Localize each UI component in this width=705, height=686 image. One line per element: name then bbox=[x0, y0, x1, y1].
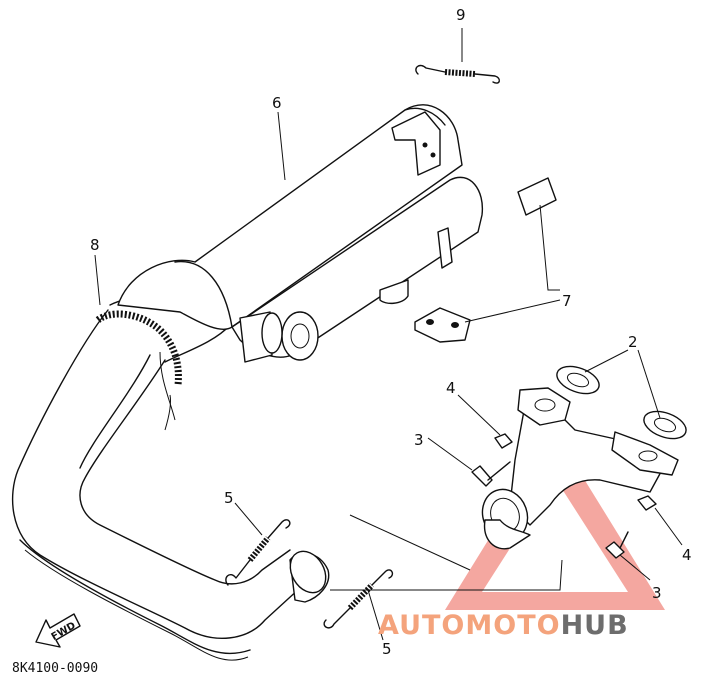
callout-3-left: 3 bbox=[414, 431, 424, 449]
callout-7: 7 bbox=[562, 292, 572, 310]
callout-6: 6 bbox=[272, 94, 282, 112]
spring-right bbox=[323, 569, 394, 629]
callout-5-left: 5 bbox=[224, 489, 234, 507]
damper-pad bbox=[517, 177, 557, 216]
exhaust-joint bbox=[289, 550, 330, 603]
bolt-left bbox=[471, 461, 511, 487]
watermark-text: AUTOMOTOHUB bbox=[378, 610, 629, 641]
nut-left bbox=[494, 433, 513, 449]
nut-right bbox=[637, 495, 657, 511]
watermark-word-auto: AUTO bbox=[378, 610, 465, 641]
callouts: 9 6 8 7 2 4 3 5 4 3 5 bbox=[90, 6, 692, 658]
bolt-right bbox=[605, 531, 629, 559]
fwd-arrow: FWD bbox=[35, 613, 81, 648]
watermark-word-hub: HUB bbox=[561, 610, 629, 641]
callout-4-right: 4 bbox=[682, 546, 692, 564]
exhaust-pipe bbox=[11, 294, 301, 661]
callout-2: 2 bbox=[628, 333, 638, 351]
callout-4-left: 4 bbox=[446, 379, 456, 397]
watermark-word-moto: MOTO bbox=[465, 610, 560, 641]
callout-8: 8 bbox=[90, 236, 100, 254]
leader-lines bbox=[94, 28, 683, 641]
y-pipe bbox=[481, 387, 679, 550]
spring-top bbox=[415, 64, 500, 84]
heat-wrap bbox=[95, 310, 182, 431]
gasket-upper bbox=[556, 365, 600, 395]
gasket-lower bbox=[643, 410, 687, 440]
callout-9: 9 bbox=[456, 6, 466, 24]
muffler bbox=[117, 104, 484, 363]
callout-3-right: 3 bbox=[652, 584, 662, 602]
drawing-code: 8K4100-0090 bbox=[12, 661, 98, 676]
spring-left bbox=[225, 519, 291, 586]
callout-5-right: 5 bbox=[382, 640, 392, 658]
watermark-wordmark: AUTOMOTOHUB bbox=[378, 610, 629, 641]
